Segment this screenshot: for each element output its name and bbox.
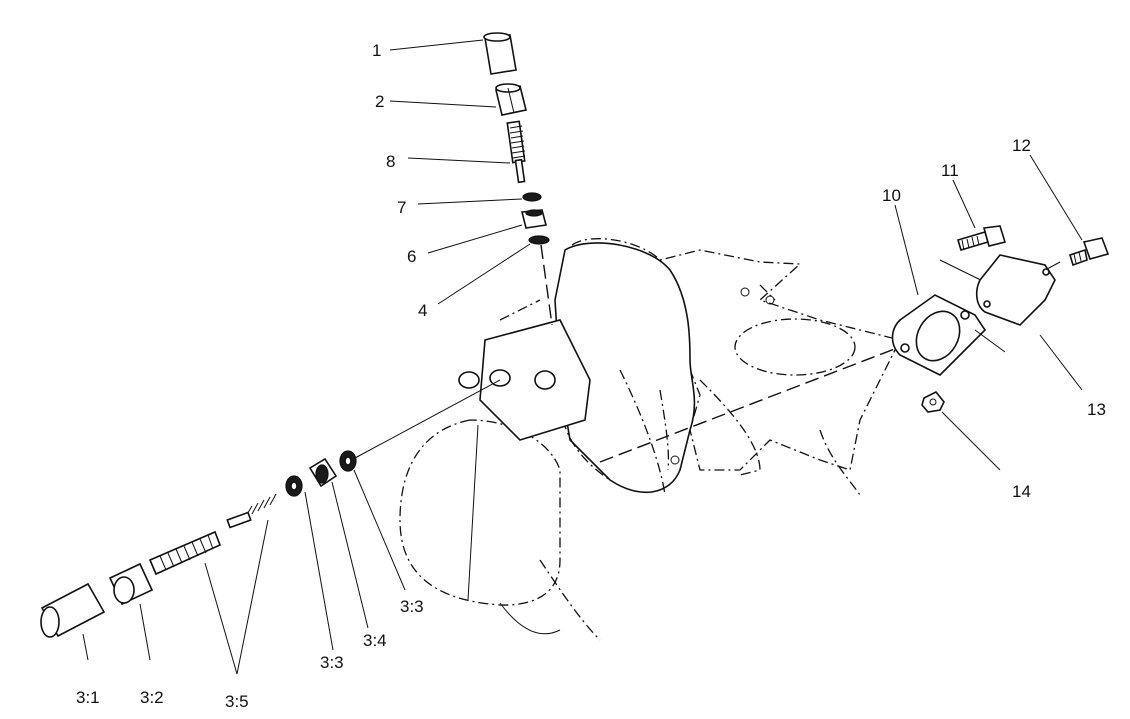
adjusting-screw-8 xyxy=(506,120,526,184)
callout-10: 10 xyxy=(882,186,901,205)
callout-13: 13 xyxy=(1087,400,1106,419)
cap-1 xyxy=(483,32,517,75)
nut-6 xyxy=(520,209,548,229)
callout-3-3-lower: 3:3 xyxy=(320,653,344,672)
nut-3-4 xyxy=(308,457,338,488)
vertical-adjuster-assembly xyxy=(483,32,553,326)
callout-2: 2 xyxy=(375,92,384,111)
cover-assembly xyxy=(599,225,1110,463)
callout-12: 12 xyxy=(1012,136,1031,155)
callout-3-2: 3:2 xyxy=(140,688,164,707)
adjusting-screw-3-5 xyxy=(148,493,277,576)
locknut-3-2 xyxy=(108,562,154,606)
bolt-12 xyxy=(1069,237,1110,267)
locknut-2 xyxy=(495,83,527,116)
leader-lines xyxy=(82,39,1083,675)
callout-14: 14 xyxy=(1012,482,1031,501)
callout-4: 4 xyxy=(418,301,427,320)
callout-3-4: 3:4 xyxy=(363,631,387,650)
nut-14 xyxy=(921,390,945,413)
callout-7: 7 xyxy=(397,198,406,217)
callout-3-3-upper: 3:3 xyxy=(400,597,424,616)
cover-plate-13 xyxy=(975,254,1056,326)
callout-labels: 1 2 8 7 6 4 10 11 12 13 14 3:1 3:2 3:5 3… xyxy=(76,41,1106,711)
gearbox-housing xyxy=(399,238,901,641)
callout-11: 11 xyxy=(941,161,959,180)
washer-4 xyxy=(528,235,550,245)
cap-3-1 xyxy=(40,582,106,638)
bolt-11 xyxy=(957,225,1007,251)
callout-3-1: 3:1 xyxy=(76,688,100,707)
washer-7 xyxy=(522,192,542,202)
callout-1: 1 xyxy=(372,41,381,60)
gasket-10 xyxy=(891,294,987,376)
callout-3-5: 3:5 xyxy=(225,692,249,711)
callout-6: 6 xyxy=(407,247,416,266)
horizontal-adjuster-assembly xyxy=(40,379,501,638)
callout-8: 8 xyxy=(386,152,395,171)
